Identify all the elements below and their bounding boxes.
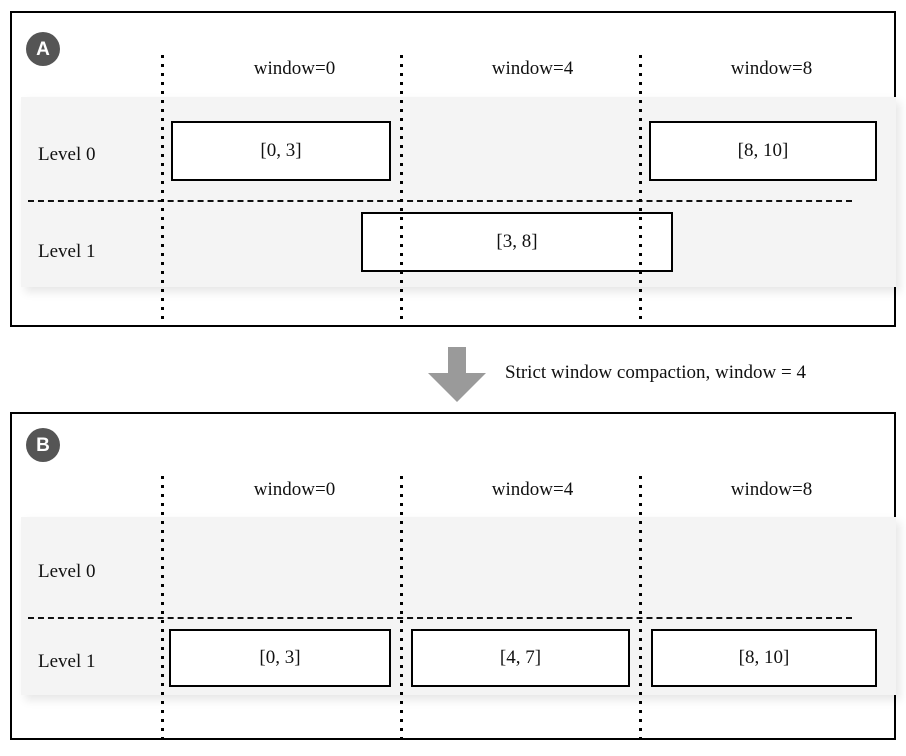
panel-a-interval-box-8-10[interactable]: [8, 10] <box>649 121 877 181</box>
panel-b-window-divider-0 <box>161 476 164 740</box>
panel-b-row-label-level-0: Level 0 <box>38 561 96 582</box>
panel-a-window-divider-1 <box>400 55 403 327</box>
panel-a-level-divider <box>28 200 852 202</box>
panel-a-row-label-level-1: Level 1 <box>38 241 96 262</box>
panel-b-window-label-0: window=0 <box>253 479 336 500</box>
panel-b-row-label-level-1: Level 1 <box>38 651 96 672</box>
panel-a-window-label-1: window=4 <box>491 58 574 79</box>
panel-a-window-label-2: window=8 <box>730 58 813 79</box>
panel-a-interval-box-3-8[interactable]: [3, 8] <box>361 212 673 272</box>
panel-b-badge: B <box>26 428 60 462</box>
panel-a-badge: A <box>26 32 60 66</box>
panel-a-window-divider-0 <box>161 55 164 327</box>
panel-a-window-label-0: window=0 <box>253 58 336 79</box>
panel-a-window-divider-2 <box>639 55 642 327</box>
panel-b: B window=0 window=4 window=8 Level 0 Lev… <box>10 412 896 740</box>
panel-a-row-label-level-0: Level 0 <box>38 144 96 165</box>
panel-b-window-label-2: window=8 <box>730 479 813 500</box>
panel-b-window-label-1: window=4 <box>491 479 574 500</box>
panel-b-window-divider-2 <box>639 476 642 740</box>
panel-b-interval-box-0-3[interactable]: [0, 3] <box>169 629 391 687</box>
panel-a: A window=0 window=4 window=8 Level 0 Lev… <box>10 11 896 327</box>
panel-b-window-divider-1 <box>400 476 403 740</box>
transition-arrow <box>426 347 488 403</box>
panel-b-interval-box-8-10[interactable]: [8, 10] <box>651 629 877 687</box>
panel-a-interval-box-0-3[interactable]: [0, 3] <box>171 121 391 181</box>
panel-b-level-divider <box>28 617 852 619</box>
panel-b-interval-box-4-7[interactable]: [4, 7] <box>411 629 630 687</box>
transition-caption: Strict window compaction, window = 4 <box>505 362 806 383</box>
down-arrow-icon <box>428 347 486 402</box>
